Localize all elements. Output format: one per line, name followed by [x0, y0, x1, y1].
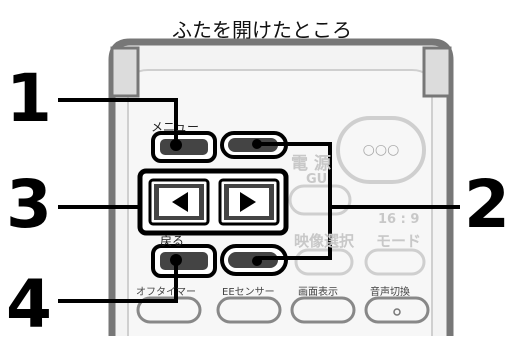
right-arrow-icon [240, 192, 256, 212]
onsei-label: 音声切換 [370, 287, 410, 298]
onsei-oval [364, 296, 430, 324]
callout-line-1 [58, 98, 178, 140]
power-label: 電 源 [291, 154, 331, 174]
eesensor-oval [216, 296, 282, 324]
gamen-label: 画面表示 [298, 287, 338, 298]
remote-diagram: ○○○ [58, 38, 460, 336]
menu-label: メニュー [151, 120, 200, 134]
round-button-faded [336, 116, 426, 184]
callout-2: 2 [464, 166, 510, 243]
eizou-label: 映像選択 [294, 232, 355, 250]
return-label: 戻る [160, 234, 185, 248]
eizou-oval [294, 248, 354, 276]
svg-text:○○○: ○○○ [363, 142, 400, 158]
aspect-oval [364, 248, 426, 276]
callout-line-2 [258, 142, 332, 260]
gui-label: GU [306, 172, 328, 187]
callout-1: 1 [6, 60, 52, 137]
eesensor-label: EEセンサー [222, 287, 275, 298]
callout-4: 4 [6, 266, 52, 343]
remote-top-notch-left [110, 46, 140, 98]
gamen-oval [290, 296, 356, 324]
aspect-label-2: モード [376, 232, 422, 250]
aspect-label-1: 16 : 9 [378, 212, 420, 227]
remote-top-notch-right [422, 46, 452, 98]
offtimer-oval [136, 296, 202, 324]
gui-oval [288, 184, 352, 216]
page-title: ふたを開けたところ [172, 18, 352, 42]
callout-3: 3 [6, 166, 52, 243]
left-arrow-icon [172, 192, 188, 212]
offtimer-label: オフタイマー [136, 287, 196, 298]
callout-line-4 [58, 262, 178, 303]
